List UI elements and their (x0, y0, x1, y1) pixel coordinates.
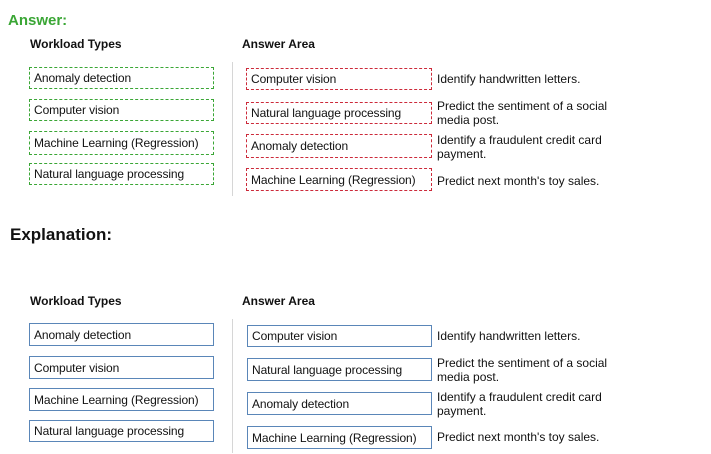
answer-label: Answer: (8, 12, 68, 29)
answer-slot-3[interactable]: Anomaly detection (247, 392, 432, 415)
answer-slot-3[interactable]: Anomaly detection (246, 134, 432, 158)
explanation-description-1: Identify handwritten letters. (437, 329, 580, 343)
workload-item-anomaly-detection[interactable]: Anomaly detection (29, 323, 214, 346)
description-line: payment. (437, 404, 487, 418)
workload-types-heading: Workload Types (30, 37, 122, 51)
workload-item-computer-vision[interactable]: Computer vision (29, 356, 214, 379)
answer-slot-1[interactable]: Computer vision (246, 68, 432, 90)
description-line: media post. (437, 113, 500, 127)
workload-item-natural-language-processing[interactable]: Natural language processing (29, 163, 214, 185)
workload-item-machine-learning-regression[interactable]: Machine Learning (Regression) (29, 131, 214, 155)
explanation-description-3: Identify a fraudulent credit card paymen… (437, 390, 602, 418)
description-line: Predict next month's toy sales. (437, 174, 600, 188)
answer-description-1: Identify handwritten letters. (437, 72, 580, 86)
answer-slot-4[interactable]: Machine Learning (Regression) (246, 168, 432, 191)
explanation-description-2: Predict the sentiment of a social media … (437, 356, 607, 384)
workload-item-natural-language-processing[interactable]: Natural language processing (29, 420, 214, 442)
answer-area-heading: Answer Area (242, 37, 315, 51)
workload-item-anomaly-detection[interactable]: Anomaly detection (29, 67, 214, 89)
answer-slot-1[interactable]: Computer vision (247, 325, 432, 347)
explanation-description-4: Predict next month's toy sales. (437, 430, 599, 444)
description-line: media post. (437, 370, 500, 384)
description-line: Identify a fraudulent credit card (437, 390, 602, 404)
answer-slot-4[interactable]: Machine Learning (Regression) (247, 426, 432, 449)
description-line: Identify a fraudulent credit card (437, 133, 602, 147)
description-line: Identify handwritten letters. (437, 72, 581, 86)
answer-description-2: Predict the sentiment of a social media … (437, 99, 607, 127)
answer-slot-2[interactable]: Natural language processing (247, 358, 432, 381)
workload-item-computer-vision[interactable]: Computer vision (29, 99, 214, 121)
section-divider (232, 319, 233, 453)
answer-description-4: Predict next month's toy sales. (437, 174, 599, 188)
answer-slot-2[interactable]: Natural language processing (246, 102, 432, 124)
section-divider (232, 62, 233, 196)
workload-item-machine-learning-regression[interactable]: Machine Learning (Regression) (29, 388, 214, 411)
description-line: Identify handwritten letters. (437, 329, 581, 343)
answer-area-heading: Answer Area (242, 294, 315, 308)
workload-types-heading: Workload Types (30, 294, 122, 308)
description-line: Predict the sentiment of a social (437, 99, 608, 113)
answer-description-3: Identify a fraudulent credit card paymen… (437, 133, 602, 161)
explanation-label: Explanation: (10, 225, 113, 244)
description-line: Predict next month's toy sales. (437, 430, 600, 444)
description-line: payment. (437, 147, 487, 161)
description-line: Predict the sentiment of a social (437, 356, 608, 370)
